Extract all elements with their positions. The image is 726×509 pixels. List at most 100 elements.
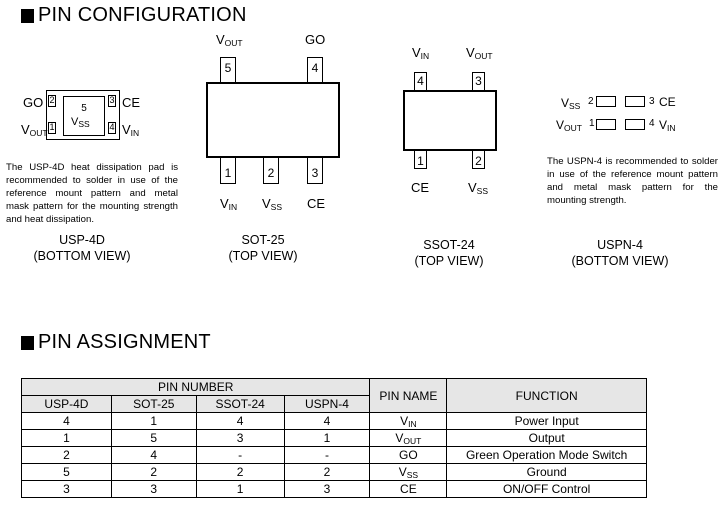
table-row: 4 1 4 4 VIN Power Input xyxy=(21,412,647,430)
cell-uspn4: - xyxy=(283,446,371,464)
sot25-pin-5: 5 xyxy=(220,57,236,83)
pin-assignment-heading: PIN ASSIGNMENT xyxy=(21,331,211,354)
usp4d-label-ce: CE xyxy=(122,95,141,110)
usp4d-pin-1: 1 xyxy=(48,122,56,134)
uspn4-pad-4 xyxy=(625,119,645,130)
table-row: 3 3 1 3 CE ON/OFF Control xyxy=(21,480,647,498)
uspn4-pin-1-num: 1 xyxy=(589,118,595,129)
cell-pin-name: GO xyxy=(369,446,448,464)
cell-pin-name: VOUT xyxy=(369,429,448,447)
cell-ssot24: - xyxy=(195,446,285,464)
cell-sot25: 5 xyxy=(110,429,197,447)
cell-usp4d: 3 xyxy=(21,480,112,498)
sot25-label-go: GO xyxy=(305,32,326,47)
uspn4-label-vin: VIN xyxy=(659,118,676,133)
sot25-pin-2: 2 xyxy=(263,157,279,184)
usp4d-body xyxy=(46,90,120,140)
pin-assignment-table: PIN NUMBER PIN NAME FUNCTION USP-4D SOT-… xyxy=(20,378,647,498)
table-row: 5 2 2 2 VSS Ground xyxy=(21,463,647,481)
uspn4-label-ce: CE xyxy=(659,95,676,109)
col-header-sot25: SOT-25 xyxy=(110,395,197,413)
ssot24-package-name: SSOT-24 xyxy=(423,238,475,252)
sot25-body xyxy=(206,82,340,158)
cell-usp4d: 5 xyxy=(21,463,112,481)
cell-uspn4: 4 xyxy=(283,412,371,430)
cell-usp4d: 1 xyxy=(21,429,112,447)
uspn4-pin-3-num: 3 xyxy=(649,96,655,107)
usp4d-label-go: GO xyxy=(23,95,44,110)
sot25-view-label: (TOP VIEW) xyxy=(228,249,298,263)
cell-pin-name: CE xyxy=(369,480,448,498)
pin-number-group-header: PIN NUMBER xyxy=(20,378,371,396)
cell-ssot24: 2 xyxy=(195,463,285,481)
ssot24-pin-4: 4 xyxy=(414,72,427,92)
cell-usp4d: 2 xyxy=(21,446,112,464)
usp4d-pad-label: VSS xyxy=(71,116,90,129)
ssot24-label-vss: VSS xyxy=(468,180,489,196)
sot25-label-ce: CE xyxy=(307,196,326,211)
cell-usp4d: 4 xyxy=(21,412,112,430)
cell-sot25: 4 xyxy=(110,446,197,464)
sot25-pin-3: 3 xyxy=(307,157,323,184)
uspn4-label-vout: VOUT xyxy=(556,118,582,133)
usp4d-view-label: (BOTTOM VIEW) xyxy=(33,249,131,263)
ssot24-label-ce: CE xyxy=(411,180,430,195)
cell-function: Green Operation Mode Switch xyxy=(446,446,647,464)
uspn4-note: The USPN-4 is recommended to solder in u… xyxy=(547,156,718,206)
usp4d-note: The USP-4D heat dissipation pad is recom… xyxy=(6,162,178,225)
usp4d-pin-4: 4 xyxy=(108,122,116,134)
ssot24-view-label: (TOP VIEW) xyxy=(414,254,484,268)
cell-sot25: 1 xyxy=(110,412,197,430)
sot25-label-vout: VOUT xyxy=(216,32,243,48)
cell-uspn4: 3 xyxy=(283,480,371,498)
usp4d-pad-number: 5 xyxy=(81,103,87,114)
cell-pin-name: VSS xyxy=(369,463,448,481)
uspn4-pad-3 xyxy=(625,96,645,107)
cell-function: Power Input xyxy=(446,412,647,430)
cell-function: ON/OFF Control xyxy=(446,480,647,498)
usp4d-heat-pad xyxy=(63,96,105,136)
ssot24-label-vout: VOUT xyxy=(466,45,493,61)
cell-function: Ground xyxy=(446,463,647,481)
ssot24-pin-1: 1 xyxy=(414,150,427,169)
sot25-label-vss: VSS xyxy=(262,196,283,212)
uspn4-view-label: (BOTTOM VIEW) xyxy=(571,254,669,268)
pin-configuration-title: PIN CONFIGURATION xyxy=(38,4,247,26)
cell-ssot24: 1 xyxy=(195,480,285,498)
uspn4-pin-4-num: 4 xyxy=(649,118,655,129)
function-header: FUNCTION xyxy=(446,378,647,413)
uspn4-pad-1 xyxy=(596,119,616,130)
uspn4-pad-2 xyxy=(596,96,616,107)
uspn4-label-vss: VSS xyxy=(561,96,581,111)
heading-square-icon xyxy=(21,8,34,23)
col-header-ssot24: SSOT-24 xyxy=(195,395,285,413)
sot25-label-vin: VIN xyxy=(220,196,238,212)
usp4d-label-vin: VIN xyxy=(122,122,140,138)
usp4d-package-name: USP-4D xyxy=(59,233,105,247)
col-header-usp4d: USP-4D xyxy=(21,395,112,413)
cell-uspn4: 1 xyxy=(283,429,371,447)
cell-ssot24: 4 xyxy=(195,412,285,430)
cell-sot25: 3 xyxy=(110,480,197,498)
cell-pin-name: VIN xyxy=(369,412,448,430)
uspn4-package-name: USPN-4 xyxy=(597,238,643,252)
cell-sot25: 2 xyxy=(110,463,197,481)
pin-assignment-title: PIN ASSIGNMENT xyxy=(38,331,211,353)
col-header-uspn4: USPN-4 xyxy=(283,395,371,413)
ssot24-body xyxy=(403,90,497,151)
uspn4-pin-2-num: 2 xyxy=(588,96,594,107)
usp4d-pin-2: 2 xyxy=(48,95,56,107)
usp4d-pin-3: 3 xyxy=(108,95,116,107)
heading-square-icon xyxy=(21,335,34,350)
ssot24-pin-2: 2 xyxy=(472,150,485,169)
table-row: 2 4 - - GO Green Operation Mode Switch xyxy=(21,446,647,464)
cell-uspn4: 2 xyxy=(283,463,371,481)
ssot24-label-vin: VIN xyxy=(412,45,430,61)
sot25-pin-1: 1 xyxy=(220,157,236,184)
sot25-package-name: SOT-25 xyxy=(241,233,285,247)
pin-name-header: PIN NAME xyxy=(369,378,448,413)
table-row: 1 5 3 1 VOUT Output xyxy=(21,429,647,447)
ssot24-pin-3: 3 xyxy=(472,72,485,92)
pin-configuration-heading: PIN CONFIGURATION xyxy=(21,4,247,27)
cell-ssot24: 3 xyxy=(195,429,285,447)
